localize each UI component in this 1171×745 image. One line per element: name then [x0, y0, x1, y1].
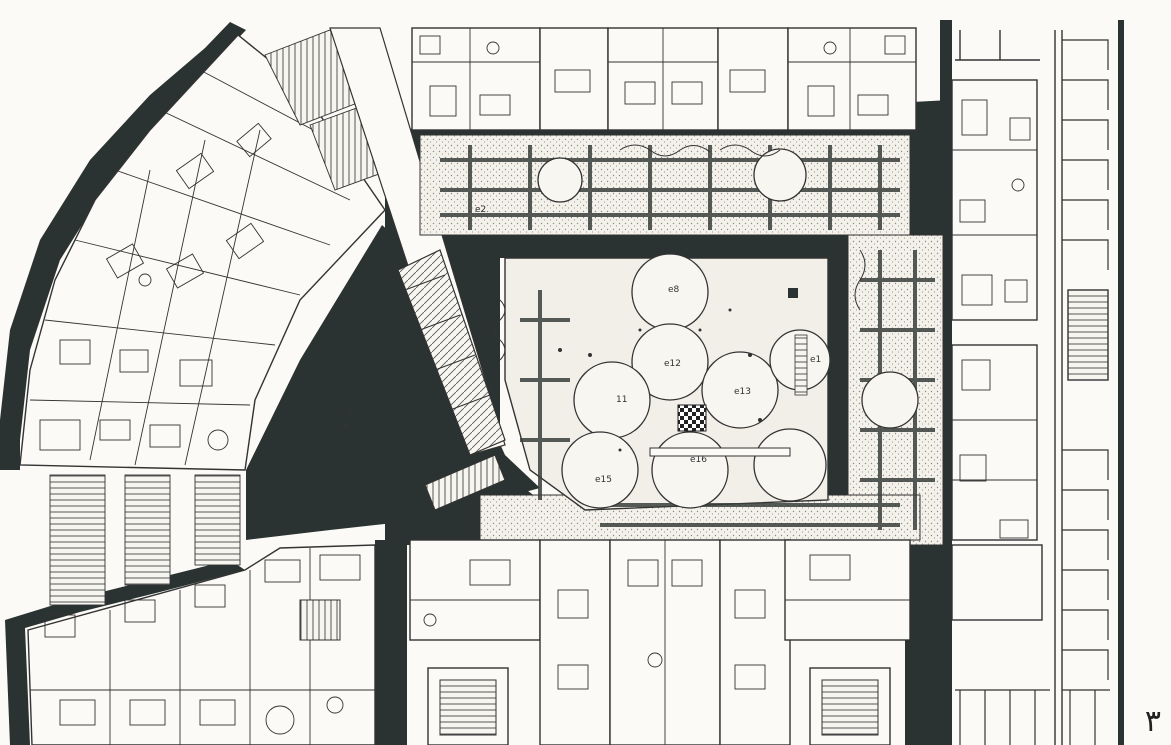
plan-label: e16 [690, 455, 707, 465]
north-unit-row [411, 27, 917, 131]
page-number: ٣ [1144, 704, 1161, 739]
southwest-wing [27, 544, 376, 745]
courtyard-garden: e12 e13 e15 e16 11 e8 e1 e2 [419, 134, 944, 546]
east-unit-column [951, 79, 1043, 621]
plan-label: e15 [595, 475, 612, 485]
plan-label: 11 [616, 395, 627, 405]
courtyard-texture-dots [343, 308, 762, 452]
plan-label: e13 [734, 387, 751, 397]
plan-label: e12 [664, 359, 681, 369]
plan-label: e2 [475, 205, 486, 215]
plan-label: e8 [668, 285, 680, 295]
parking-bays [955, 30, 1110, 745]
diagonal-walkway [329, 27, 506, 511]
fan-wing [19, 34, 386, 471]
plan-label: e1 [810, 355, 821, 365]
south-unit-row [409, 539, 911, 745]
